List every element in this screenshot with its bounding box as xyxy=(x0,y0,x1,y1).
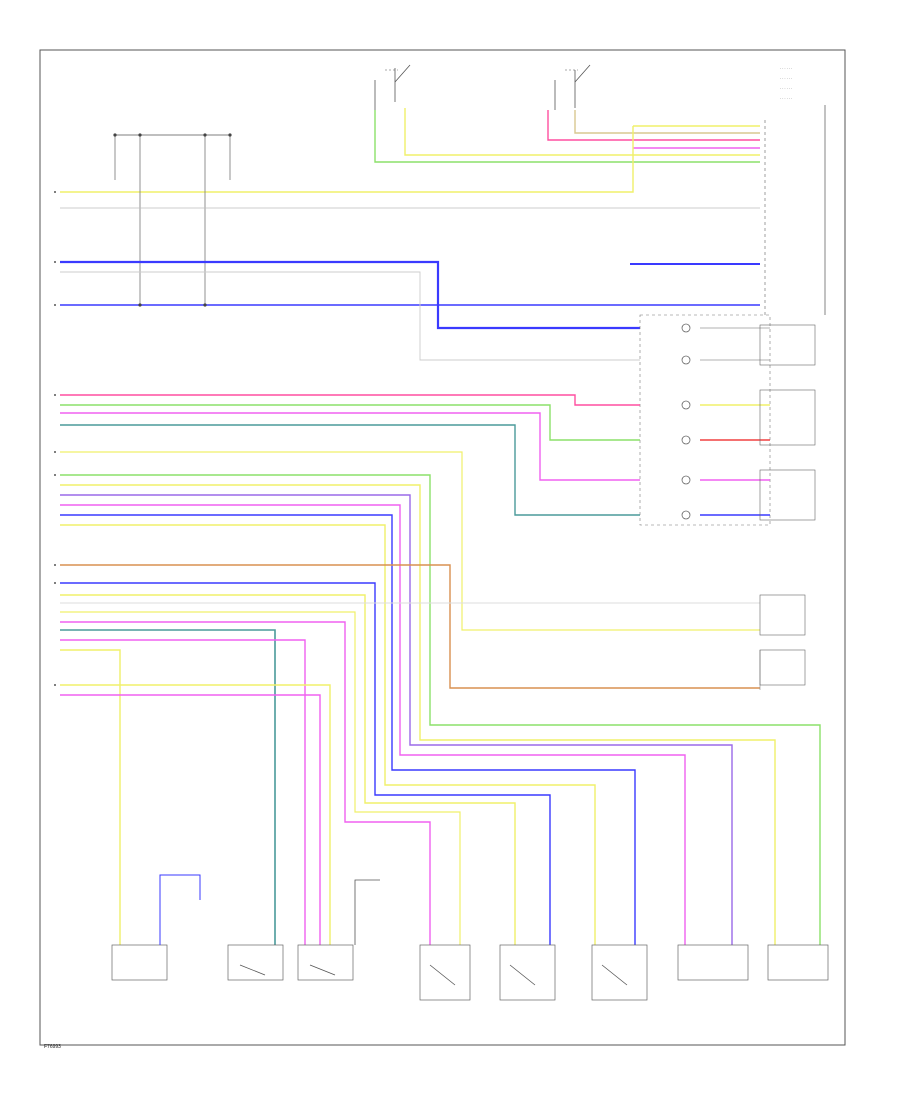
top-left-seat-switch xyxy=(374,64,411,110)
svg-text:· · · · · ·: · · · · · · xyxy=(780,67,792,71)
middle-wire-bundle xyxy=(60,394,821,945)
right-control-module xyxy=(639,314,816,526)
bottom-switch-row xyxy=(111,874,829,1001)
left-pin-markers xyxy=(54,191,56,686)
top-wire-bundle xyxy=(60,108,760,193)
diagram-frame xyxy=(39,49,846,1046)
top-left-junction xyxy=(113,133,232,305)
lower-wire-bundle xyxy=(60,564,806,945)
blue-feed-lines xyxy=(60,260,760,361)
svg-text:· · · · · ·: · · · · · · xyxy=(780,97,792,101)
top-right-seat-switch xyxy=(554,64,591,110)
diagram-code: F76993 xyxy=(44,1044,61,1050)
svg-text:· · · · · ·: · · · · · · xyxy=(780,77,792,81)
top-right-connector: · · · · · · · · · · · · · · · · · · · · … xyxy=(764,67,826,318)
svg-text:· · · · · ·: · · · · · · xyxy=(780,87,792,91)
